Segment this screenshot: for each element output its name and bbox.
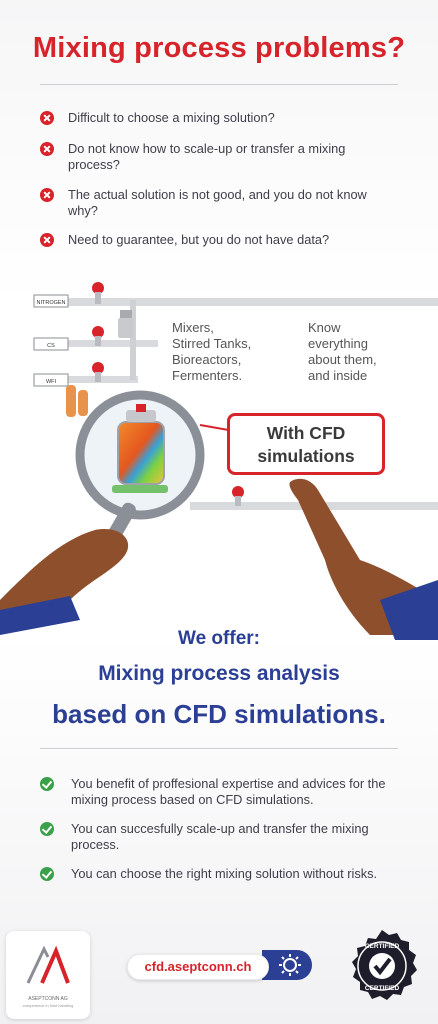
web-button[interactable] (262, 950, 312, 980)
offer-heading: We offer: (178, 628, 260, 649)
callout-line: With CFD (266, 423, 346, 443)
x-circle-icon (40, 233, 54, 247)
web-lightbulb-icon (279, 954, 301, 976)
valve-icon (118, 310, 134, 338)
problem-text: The actual solution is not good, and you… (68, 187, 367, 218)
label-nitrogen-box (33, 294, 69, 308)
equipment-line: Mixers, (172, 320, 214, 335)
sample-vessel (78, 390, 88, 416)
label-cs-box (33, 337, 69, 351)
label-cs: CS (47, 343, 55, 349)
magnifier-icon (75, 390, 205, 558)
benefit-text: You can choose the right mixing solution… (71, 866, 378, 881)
know-everything-text: Know everything about them, and inside (308, 320, 377, 384)
x-circle-icon (40, 111, 54, 125)
pipe-cs (68, 340, 158, 347)
aseptconn-logo-icon (26, 945, 70, 984)
company-logo (6, 931, 90, 1019)
pipe-nitrogen (68, 298, 438, 306)
badge-text-top: CERTIFIED (365, 943, 400, 950)
label-wfi: WFI (46, 379, 57, 385)
x-circle-icon (40, 188, 54, 202)
label-nitrogen: NITROGEN (36, 300, 65, 306)
cfd-callout: With CFD simulations (227, 413, 385, 475)
equipment-line: Bioreactors, (172, 352, 242, 367)
know-line: and inside (308, 368, 368, 383)
valve-icon (232, 486, 244, 506)
check-circle-icon (40, 777, 54, 791)
logo-tagline: competence in fluid handling (22, 1003, 74, 1008)
check-circle-icon (40, 867, 54, 881)
divider-top (40, 84, 398, 85)
certified-badge: CERTIFIED CERTIFIED (352, 930, 417, 1000)
problem-item: The actual solution is not good, and you… (40, 187, 400, 219)
callout-line: simulations (257, 446, 355, 466)
hand-left-icon (0, 529, 129, 635)
equipment-list: Mixers, Stirred Tanks, Bioreactors, Ferm… (172, 320, 251, 384)
valve-icon (92, 362, 104, 382)
mixing-illustration: NITROGEN CS WFI (0, 282, 438, 640)
benefit-item: You can succesfully scale-up and transfe… (40, 821, 420, 853)
x-circle-icon (40, 142, 54, 156)
benefit-text: You can succesfully scale-up and transfe… (71, 821, 369, 852)
badge-text-bottom: CERTIFIED (365, 985, 400, 992)
website-link[interactable]: cfd.aseptconn.ch (127, 954, 269, 980)
equipment-line: Stirred Tanks, (172, 336, 252, 351)
equipment-line: Fermenters. (172, 368, 243, 383)
label-wfi-box (33, 373, 69, 387)
benefit-item: You benefit of proffesional expertise an… (40, 776, 420, 808)
problem-text: Do not know how to scale-up or transfer … (68, 141, 346, 172)
offer-subheading: Mixing process analysis (98, 662, 340, 685)
know-line: everything (308, 336, 368, 351)
check-circle-icon (40, 822, 54, 836)
benefit-item: You can choose the right mixing solution… (40, 866, 420, 882)
know-line: about them, (308, 352, 377, 367)
offer-tagline: based on CFD simulations. (52, 699, 386, 729)
benefit-text: You benefit of proffesional expertise an… (71, 776, 386, 807)
problem-item: Need to guarantee, but you do not have d… (40, 232, 400, 248)
logo-name: ASEPTCONN AG (28, 996, 68, 1002)
problem-text: Difficult to choose a mixing solution? (68, 110, 275, 125)
know-line: Know (308, 320, 341, 335)
sample-vessel (66, 385, 76, 417)
pipe-wfi (68, 376, 138, 383)
certified-check-icon (369, 953, 395, 979)
problem-item: Do not know how to scale-up or transfer … (40, 141, 400, 173)
divider-bottom (40, 748, 398, 749)
page-title: Mixing process problems? (32, 32, 406, 64)
problem-item: Difficult to choose a mixing solution? (40, 110, 400, 126)
problem-text: Need to guarantee, but you do not have d… (68, 232, 330, 247)
valve-icon (92, 282, 104, 304)
valve-icon (92, 326, 104, 346)
hand-right-icon (289, 478, 438, 640)
